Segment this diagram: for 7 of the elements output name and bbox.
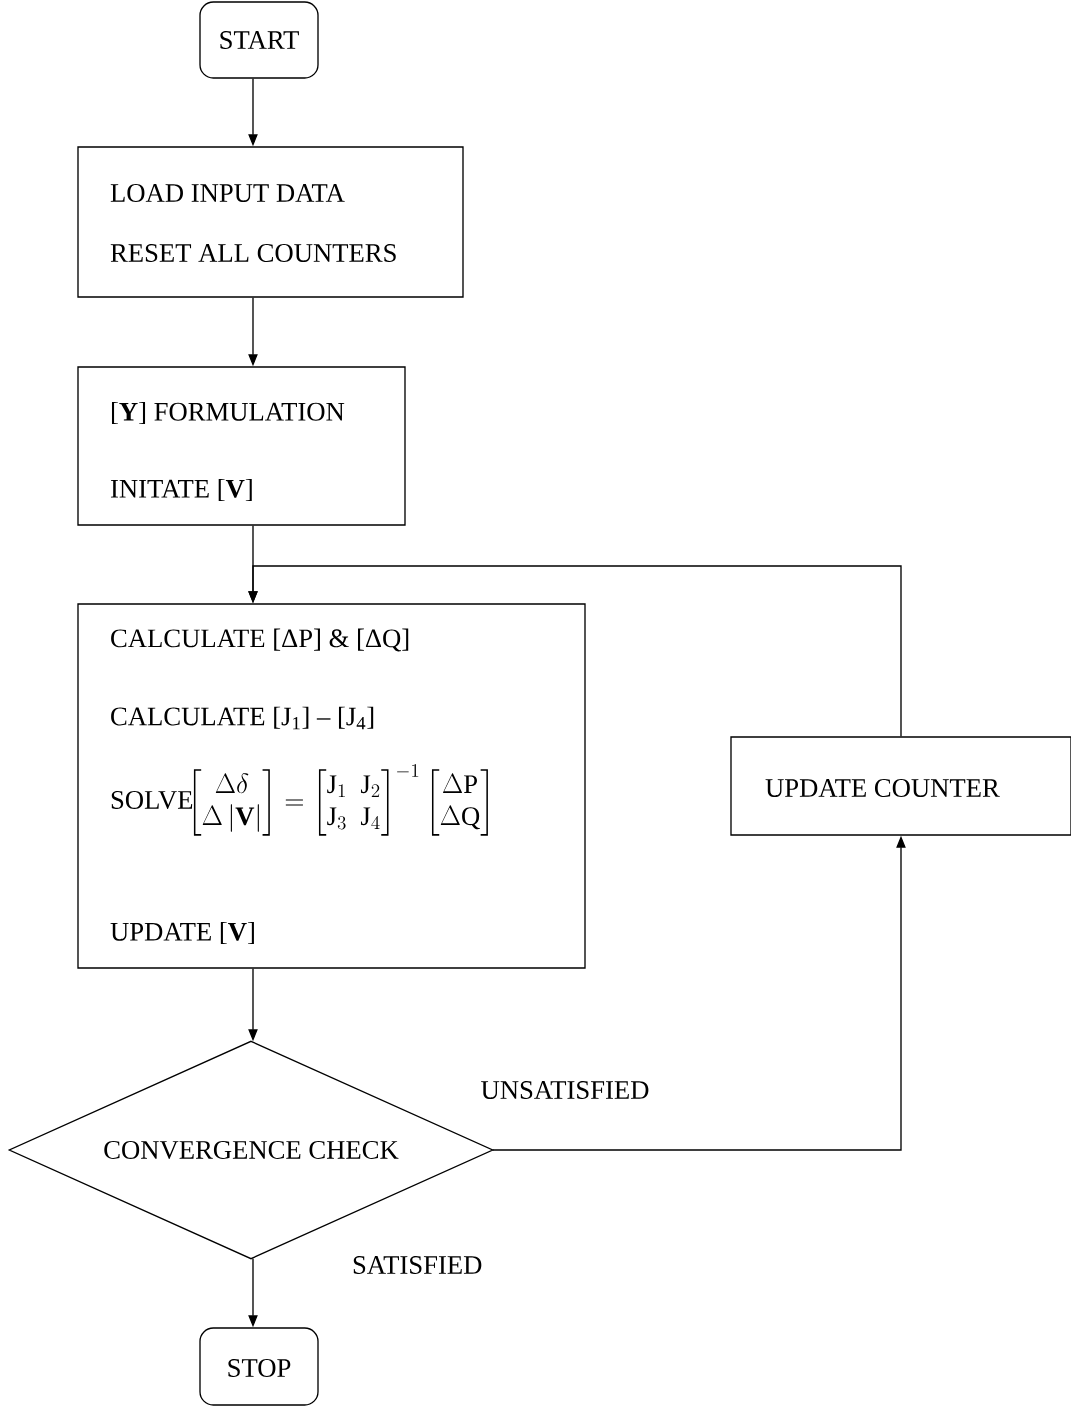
process-box: LOAD INPUT DATA RESET ALL COUNTERS <box>77 146 464 298</box>
terminal-box: STOP <box>199 1327 319 1406</box>
process-box: CALCULATE [ΔP] & [ΔQ] CALCULATE [J$_{1}$] – [J$_{4}$] SOLVE$\begin{bmatrix}\Delta\delta\\ \Delta\left|\mathbf{V}\right|\end{bmatrix}=\begin{bmatrix}\mathrm{J}_1 & \mathrm{J}_2\\ \mathrm{J}_3 & \mathrm{J}_4\end{bmatrix}^{-1}\begin{bmatrix}\Delta\mathrm{P}\\ \Delta\mathrm{Q}\end{bmatrix}$ UPDATE [V] <box>77 603 586 969</box>
process-box: [Y] FORMULATION INITATE [V] <box>77 366 406 526</box>
terminal-box: START <box>199 1 319 79</box>
process-box: UPDATE COUNTER <box>730 736 1071 836</box>
arrow <box>248 565 902 737</box>
